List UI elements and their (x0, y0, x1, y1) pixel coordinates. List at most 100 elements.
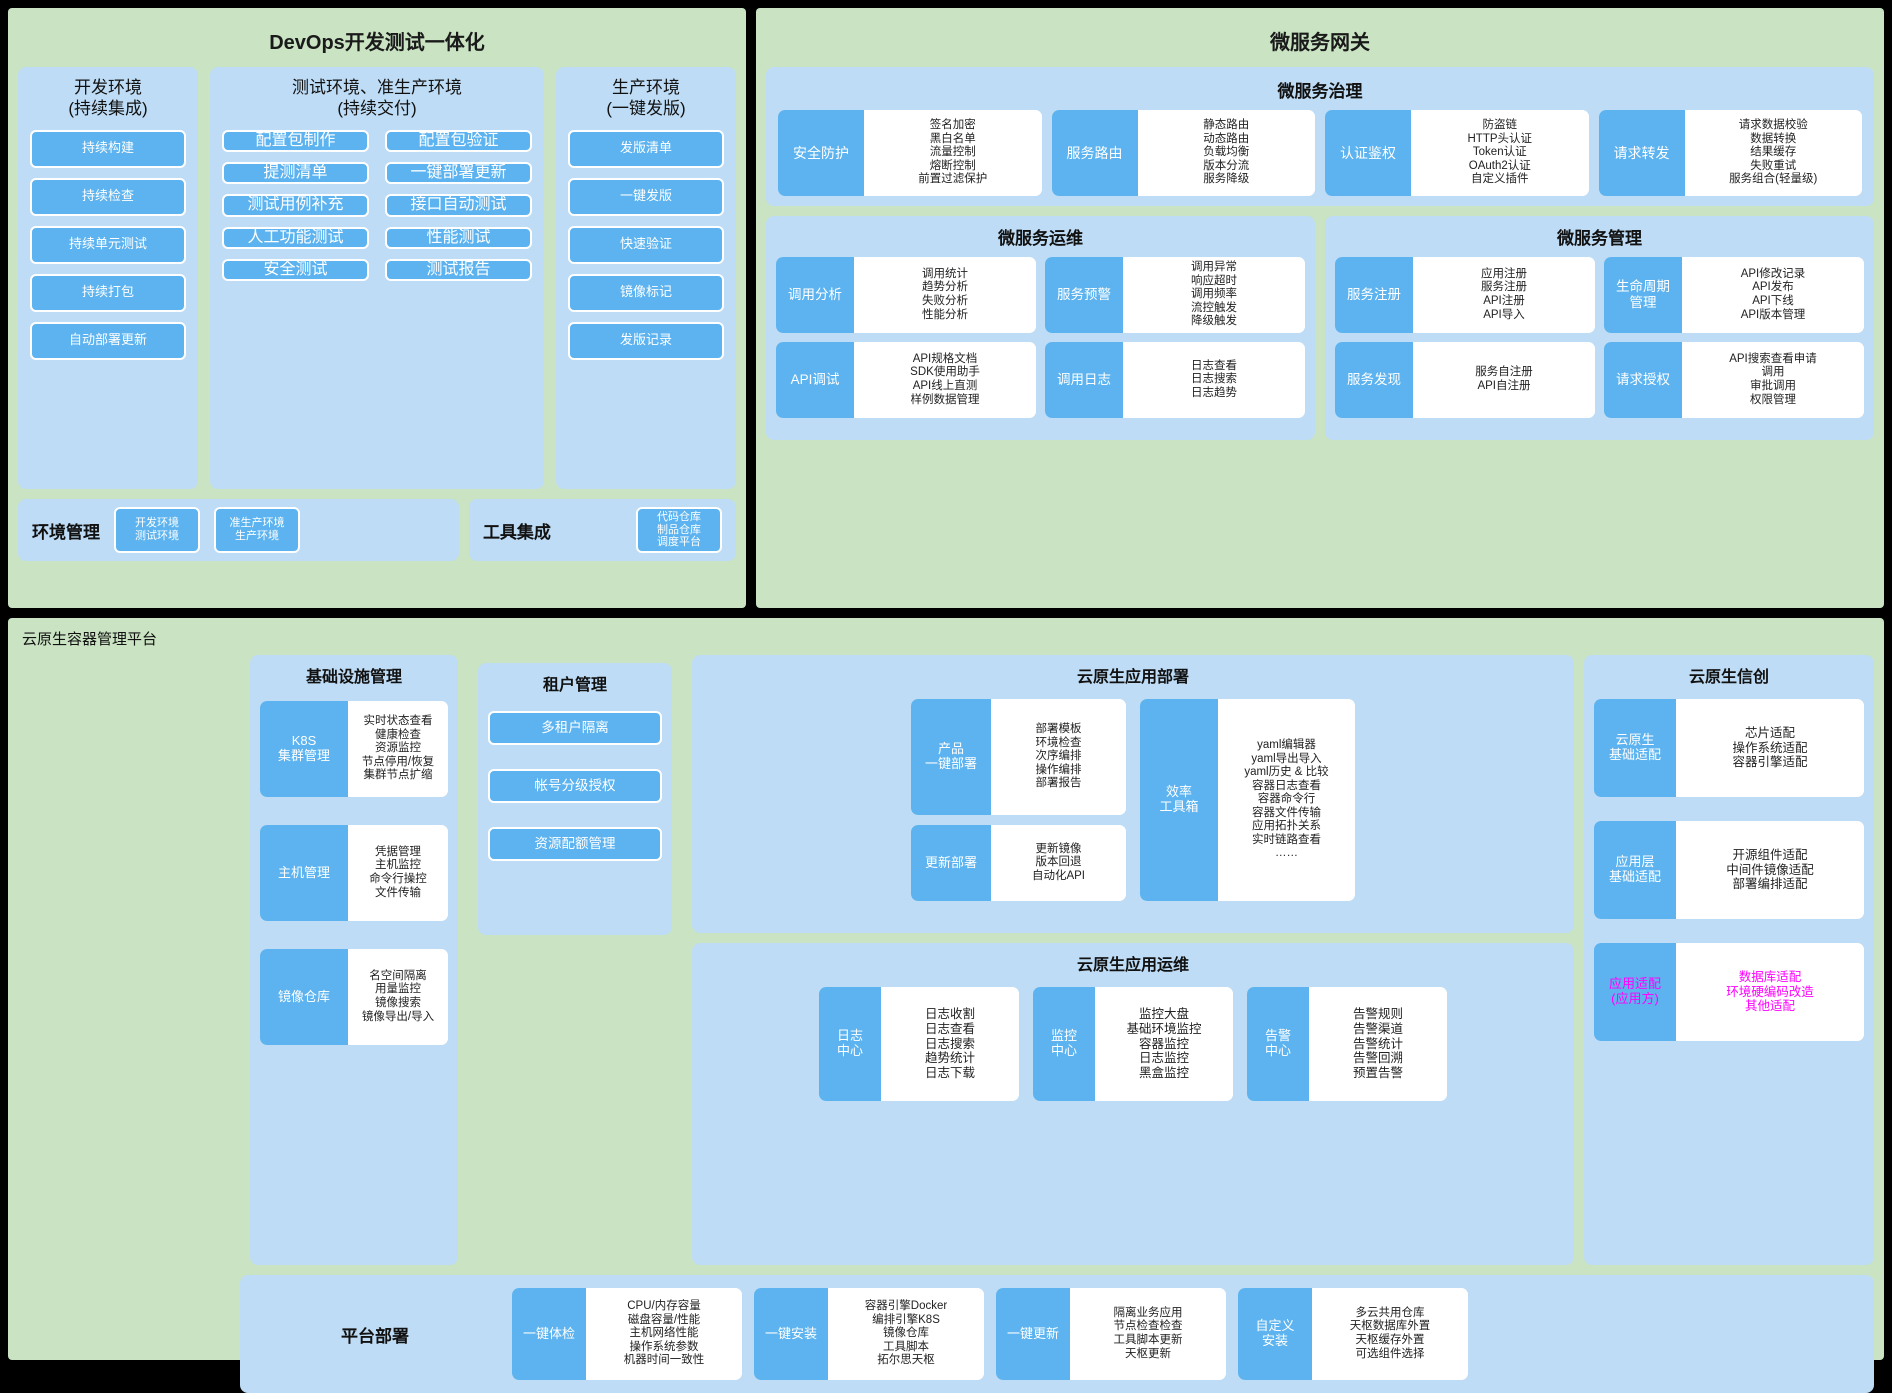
test-l-1[interactable]: 提测清单 (222, 161, 369, 185)
ms-ops-cell-0[interactable]: 调用分析 调用统计 趋势分析 失败分析 性能分析 (776, 257, 1036, 333)
ms-ops-cell-2-items: API规格文档 SDK使用助手 API线上直测 样例数据管理 (854, 342, 1036, 418)
efficiency-toolbox-cell[interactable]: 效率 工具箱 yaml编辑器 yaml导出导入 yaml历史 & 比较 容器日志… (1140, 699, 1355, 901)
ms-ops-cell-0-name[interactable]: 调用分析 (776, 257, 854, 333)
platform-cell-3-name[interactable]: 自定义 安装 (1238, 1288, 1312, 1380)
infra-cell-0-name[interactable]: K8S 集群管理 (260, 701, 348, 797)
dev-item-1[interactable]: 持续检查 (30, 177, 186, 216)
infra-cell-0[interactable]: K8S 集群管理 实时状态查看 健康检查 资源监控 节点停用/恢复 集群节点扩缩 (260, 701, 448, 797)
platform-cell-3[interactable]: 自定义 安装 多云共用仓库 天枢数据库外置 天枢缓存外置 可选组件选择 (1238, 1288, 1468, 1380)
dev-item-0[interactable]: 持续构建 (30, 129, 186, 168)
infra-cell-2-name[interactable]: 镜像仓库 (260, 949, 348, 1045)
test-r-3[interactable]: 性能测试 (385, 226, 532, 250)
ms-ops-cell-3[interactable]: 调用日志 日志查看 日志搜索 日志趋势 (1045, 342, 1305, 418)
infra-cell-1-name[interactable]: 主机管理 (260, 825, 348, 921)
efficiency-toolbox-name[interactable]: 效率 工具箱 (1140, 699, 1218, 901)
test-l-3[interactable]: 人工功能测试 (222, 226, 369, 250)
app-ops-cell-0[interactable]: 日志 中心 日志收割 日志查看 日志搜索 趋势统计 日志下载 (819, 987, 1019, 1101)
test-r-0[interactable]: 配置包验证 (385, 129, 532, 152)
tenant-item-2[interactable]: 资源配额管理 (488, 827, 662, 861)
env-management-item-0[interactable]: 开发环境 测试环境 (114, 507, 200, 553)
tenant-item-0[interactable]: 多租户隔离 (488, 711, 662, 745)
tool-integration-item-0[interactable]: 代码仓库 制品仓库 调度平台 (636, 507, 722, 553)
prod-item-2[interactable]: 快速验证 (568, 225, 724, 264)
tenant-item-1[interactable]: 帐号分级授权 (488, 769, 662, 803)
test-l-4[interactable]: 安全测试 (222, 259, 369, 282)
xinchuang-cell-2-name[interactable]: 应用适配 (应用方) (1594, 943, 1676, 1041)
gateway-title: 微服务网关 (1270, 32, 1370, 54)
prod-item-0[interactable]: 发版清单 (568, 129, 724, 168)
xinchuang-cell-1-name[interactable]: 应用层 基础适配 (1594, 821, 1676, 919)
infra-title: 基础设施管理 (305, 669, 402, 686)
app-ops-cell-2-items: 告警规则 告警渠道 告警统计 告警回溯 预置告警 (1309, 987, 1447, 1101)
app-deploy-cell-0[interactable]: 产品 一键部署 部署模板 环境检查 次序编排 操作编排 部署报告 (911, 699, 1126, 815)
test-r-4[interactable]: 测试报告 (385, 259, 532, 282)
ms-manage-cell-1[interactable]: 生命周期 管理 API修改记录 API发布 API下线 API版本管理 (1604, 257, 1864, 333)
governance-cell-2[interactable]: 认证鉴权 防盗链 HTTP头认证 Token认证 OAuth2认证 自定义插件 (1325, 110, 1589, 196)
governance-cell-1-name[interactable]: 服务路由 (1051, 110, 1138, 196)
prod-item-4[interactable]: 发版记录 (568, 321, 724, 360)
ms-manage-cell-3[interactable]: 请求授权 API搜索查看申请 调用 审批调用 权限管理 (1604, 342, 1864, 418)
xinchuang-cell-2[interactable]: 应用适配 (应用方) 数据库适配 环境硬编码改造 其他适配 (1594, 943, 1864, 1041)
platform-cell-0[interactable]: 一键体检 CPU/内存容量 磁盘容量/性能 主机网络性能 操作系统参数 机器时间… (512, 1288, 742, 1380)
test-l-2[interactable]: 测试用例补充 (222, 194, 369, 217)
app-ops-cell-1-name[interactable]: 监控 中心 (1033, 987, 1095, 1101)
xinchuang-cell-0[interactable]: 云原生 基础适配 芯片适配 操作系统适配 容器引擎适配 (1594, 699, 1864, 797)
ms-manage-cell-0[interactable]: 服务注册 应用注册 服务注册 API注册 API导入 (1335, 257, 1595, 333)
prod-environment-list: 发版清单 一键发版 快速验证 镜像标记 发版记录 (568, 129, 724, 360)
ms-ops-cell-2-name[interactable]: API调试 (776, 342, 854, 418)
platform-cell-1-name[interactable]: 一键安装 (754, 1288, 828, 1380)
prod-item-1[interactable]: 一键发版 (568, 177, 724, 216)
env-management-card: 环境管理 开发环境 测试环境 准生产环境 生产环境 (18, 499, 459, 561)
app-ops-cell-1[interactable]: 监控 中心 监控大盘 基础环境监控 容器监控 日志监控 黑盒监控 (1033, 987, 1233, 1101)
platform-deploy-label: 平台部署 (341, 1326, 409, 1346)
app-deploy-left: 产品 一键部署 部署模板 环境检查 次序编排 操作编排 部署报告 更新部署 更新… (911, 699, 1126, 901)
prod-item-3[interactable]: 镜像标记 (568, 273, 724, 312)
cloud-native-panel: 云原生容器管理平台 基础设施管理 K8S 集群管理 实时状态查看 健康检查 资源… (8, 618, 1884, 1393)
governance-cell-0-name[interactable]: 安全防护 (778, 110, 864, 196)
app-deploy-cell-0-name[interactable]: 产品 一键部署 (911, 699, 991, 815)
env-management-item-1[interactable]: 准生产环境 生产环境 (214, 507, 300, 553)
app-ops-cell-2[interactable]: 告警 中心 告警规则 告警渠道 告警统计 告警回溯 预置告警 (1247, 987, 1447, 1101)
infra-cell-1[interactable]: 主机管理 凭据管理 主机监控 命令行操控 文件传输 (260, 825, 448, 921)
ms-manage-cell-2-name[interactable]: 服务发现 (1335, 342, 1413, 418)
ms-manage-cell-2[interactable]: 服务发现 服务自注册 API自注册 (1335, 342, 1595, 418)
platform-cell-2[interactable]: 一键更新 隔离业务应用 节点检查检查 工具脚本更新 天枢更新 (996, 1288, 1226, 1380)
ms-manage-cell-3-name[interactable]: 请求授权 (1604, 342, 1682, 418)
test-r-2[interactable]: 接口自动测试 (385, 194, 532, 217)
app-ops-cell-0-name[interactable]: 日志 中心 (819, 987, 881, 1101)
ms-ops-cell-2[interactable]: API调试 API规格文档 SDK使用助手 API线上直测 样例数据管理 (776, 342, 1036, 418)
ms-ops-cell-1[interactable]: 服务预警 调用异常 响应超时 调用频率 流控触发 降级触发 (1045, 257, 1305, 333)
governance-card: 微服务治理 安全防护 签名加密 黑白名单 流量控制 熔断控制 前置过滤保护 服务… (766, 67, 1874, 206)
ms-manage-cell-0-name[interactable]: 服务注册 (1335, 257, 1413, 333)
ms-ops-cell-0-items: 调用统计 趋势分析 失败分析 性能分析 (854, 257, 1036, 333)
ms-manage-cell-0-items: 应用注册 服务注册 API注册 API导入 (1413, 257, 1595, 333)
app-deploy-cell-1-name[interactable]: 更新部署 (911, 825, 991, 901)
governance-cell-3[interactable]: 请求转发 请求数据校验 数据转换 结果缓存 失败重试 服务组合(轻量级) (1598, 110, 1862, 196)
app-ops-row: 日志 中心 日志收割 日志查看 日志搜索 趋势统计 日志下载 监控 中心 监控大… (702, 987, 1564, 1101)
test-l-0[interactable]: 配置包制作 (222, 129, 369, 152)
governance-cell-0[interactable]: 安全防护 签名加密 黑白名单 流量控制 熔断控制 前置过滤保护 (778, 110, 1042, 196)
platform-cell-1[interactable]: 一键安装 容器引擎Docker 编排引擎K8S 镜像仓库 工具脚本 拓尔思天枢 (754, 1288, 984, 1380)
ms-ops-grid: 调用分析 调用统计 趋势分析 失败分析 性能分析 服务预警 调用异常 响应超时 … (776, 257, 1305, 418)
platform-cell-2-name[interactable]: 一键更新 (996, 1288, 1070, 1380)
test-r-1[interactable]: 一键部署更新 (385, 161, 532, 185)
ms-manage-grid: 服务注册 应用注册 服务注册 API注册 API导入 生命周期 管理 API修改… (1335, 257, 1864, 418)
governance-cell-2-items: 防盗链 HTTP头认证 Token认证 OAuth2认证 自定义插件 (1411, 110, 1589, 196)
xinchuang-cell-0-name[interactable]: 云原生 基础适配 (1594, 699, 1676, 797)
dev-item-3[interactable]: 持续打包 (30, 273, 186, 312)
ms-ops-cell-3-name[interactable]: 调用日志 (1045, 342, 1123, 418)
app-deploy-cell-1[interactable]: 更新部署 更新镜像 版本回退 自动化API (911, 825, 1126, 901)
infra-cell-2[interactable]: 镜像仓库 名空间隔离 用量监控 镜像搜索 镜像导出/导入 (260, 949, 448, 1045)
platform-cell-0-name[interactable]: 一键体检 (512, 1288, 586, 1380)
dev-item-2[interactable]: 持续单元测试 (30, 225, 186, 264)
ms-ops-cell-1-name[interactable]: 服务预警 (1045, 257, 1123, 333)
xinchuang-cell-1[interactable]: 应用层 基础适配 开源组件适配 中间件镜像适配 部署编排适配 (1594, 821, 1864, 919)
governance-cell-3-name[interactable]: 请求转发 (1598, 110, 1685, 196)
governance-cell-2-name[interactable]: 认证鉴权 (1325, 110, 1411, 196)
governance-cell-1[interactable]: 服务路由 静态路由 动态路由 负载均衡 版本分流 服务降级 (1051, 110, 1315, 196)
dev-item-4[interactable]: 自动部署更新 (30, 321, 186, 360)
app-ops-cell-2-name[interactable]: 告警 中心 (1247, 987, 1309, 1101)
dev-environment-card: 开发环境 (持续集成) 持续构建 持续检查 持续单元测试 持续打包 自动部署更新 (18, 67, 198, 489)
ms-manage-cell-1-name[interactable]: 生命周期 管理 (1604, 257, 1682, 333)
